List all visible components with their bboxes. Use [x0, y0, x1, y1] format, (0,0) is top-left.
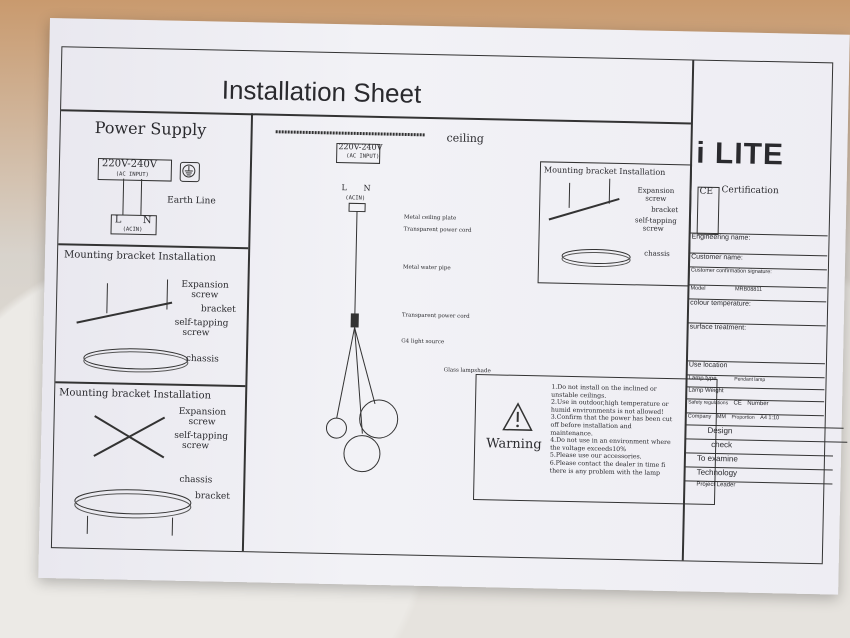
customer-name-label: Customer name:: [691, 253, 743, 262]
sheet-frame: Installation Sheet Power Supply 220V-240…: [50, 46, 848, 565]
pendant-acin: (ACIN): [345, 195, 366, 202]
lamp-weight-label: Lamp Weight: [688, 387, 724, 395]
company-label: Company: [687, 413, 712, 420]
mounting-bracket-heading-2: Mounting bracket Installation: [59, 387, 212, 402]
bracket-label-2: bracket: [194, 491, 230, 502]
inset-bracket-label: bracket: [651, 205, 679, 215]
warning-list: 1.Do not install on the inclined or unst…: [550, 384, 673, 478]
inset-chassis-label: chassis: [644, 249, 670, 259]
earth-ground-icon: [182, 164, 196, 178]
bracket-label-1: bracket: [200, 304, 236, 315]
to-examine-label: To examine: [696, 453, 738, 464]
inset-screw-label-1: screw: [645, 194, 667, 203]
ce-mark: CE: [699, 186, 714, 197]
pendant-lamp-diagram: [325, 202, 399, 473]
power-wires-icon: [122, 178, 143, 215]
project-leader-label: Project Leader: [696, 481, 736, 489]
model-value: MRB08811: [734, 286, 763, 293]
proportion-label: Proportion: [731, 414, 755, 421]
lamp-type-label: Lamp type: [688, 375, 717, 383]
divider-1: [58, 243, 249, 249]
earth-line-label: Earth Line: [167, 195, 216, 207]
chassis-label-1: chassis: [185, 353, 219, 365]
mm-label: MM: [716, 414, 727, 421]
customer-signature-label: Customer confirmation signature:: [690, 267, 772, 276]
surface-treatment-label: surface treatment:: [689, 323, 747, 332]
expansion-screw-label-1: Expansion: [181, 279, 229, 291]
sheet-title: Installation Sheet: [221, 74, 422, 109]
pendant-voltage-label: 220V-240V: [338, 142, 383, 152]
divider-2: [55, 381, 246, 387]
technology-label: Technology: [696, 467, 738, 478]
certification-label: Certification: [721, 185, 779, 197]
model-label: Model: [690, 285, 706, 292]
safety-regulations-label: Safety regulations: [688, 399, 729, 407]
self-tapping-screw-label-2: screw: [181, 440, 210, 452]
number-label: Number: [747, 400, 769, 408]
acin-label: (ACIN): [122, 226, 143, 233]
self-tapping-screw-label-1: screw: [182, 327, 210, 339]
ceiling-hatch: [275, 130, 426, 137]
design-label: Design: [707, 425, 733, 436]
power-supply-heading: Power Supply: [94, 117, 207, 140]
colour-temperature-label: colour temperature:: [690, 299, 751, 308]
pendant-ac-input: (AC INPUT): [346, 153, 380, 160]
ac-input-label: (AC INPUT): [115, 171, 149, 179]
brand-logo: i LITE: [695, 136, 785, 172]
metal-water-pipe-label: Metal water pipe: [402, 264, 451, 272]
expansion-screw-label-2: Expansion: [178, 406, 227, 418]
voltage-label: 220V-240V: [101, 158, 158, 171]
project-leader-cell: Project Leader: [684, 480, 833, 499]
surface-treatment-cell: surface treatment:: [686, 322, 826, 365]
warning-heading: Warning: [486, 436, 542, 453]
screw-label-1: screw: [191, 290, 219, 301]
safety-ce-mark: CE: [733, 400, 742, 407]
bracket-diagram-2: [74, 415, 192, 536]
metal-ceiling-plate-label: Metal ceiling plate: [403, 214, 457, 222]
pendant-terminal-l: L: [341, 183, 347, 193]
inset-screw-label-2: screw: [642, 224, 664, 233]
scale-value: A4 1:10: [760, 414, 780, 422]
use-location-label: Use location: [688, 361, 728, 370]
ceiling-label: ceiling: [446, 131, 485, 146]
left-column-divider: [241, 113, 253, 552]
installation-sheet-paper: Installation Sheet Power Supply 220V-240…: [38, 18, 850, 595]
screw-label-2: screw: [188, 416, 216, 428]
engineering-name-label: Engineering name:: [691, 233, 751, 242]
check-label: check: [711, 439, 733, 450]
g4-light-source-label: G4 light source: [401, 338, 445, 346]
mounting-bracket-heading-1: Mounting bracket Installation: [63, 249, 216, 264]
lamp-type-value: Pendant lamp: [734, 376, 766, 384]
pendant-terminal-n: N: [363, 183, 371, 193]
bracket-diagram-1: [76, 279, 189, 373]
warning-triangle-icon: [502, 402, 533, 431]
chassis-label-2: chassis: [179, 474, 213, 486]
inset-bracket-diagram: [548, 178, 631, 268]
